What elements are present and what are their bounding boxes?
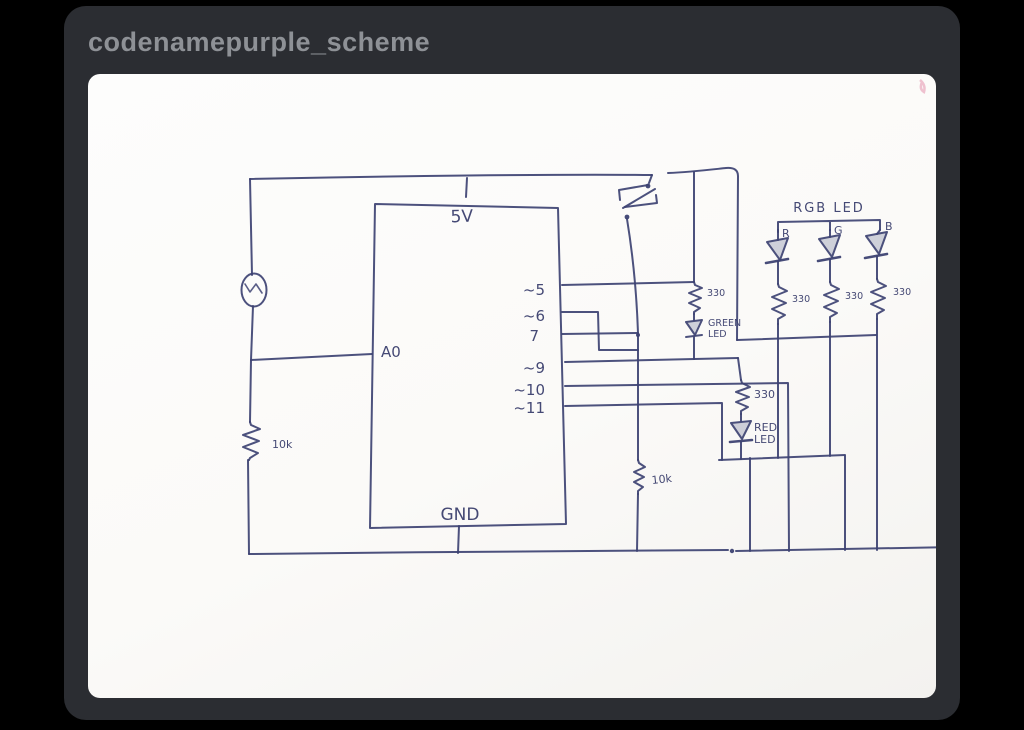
rgb-led-bank: RGB LED R 330 G 330 B — [764, 201, 911, 552]
pin-d7-label: 7 — [529, 327, 539, 345]
resistor-10k-button: 10k — [633, 459, 673, 553]
wire-lower-right — [718, 334, 877, 553]
pin-5v-label: 5V — [450, 207, 474, 228]
rgb-resistor-r-label: 330 — [792, 294, 810, 305]
resistor-10k-ldr-label: 10k — [272, 438, 293, 451]
green-led-label-1: GREEN — [708, 318, 741, 329]
wire-bottom-rail — [248, 546, 936, 556]
red-resistor-label: 330 — [754, 388, 775, 401]
schematic-drawing: 10k 5V GND A0 ~5 ~6 7 ~9 ~10 ~11 — [240, 79, 936, 556]
file-title: codenamepurple_scheme — [88, 27, 431, 57]
pin-d6-label: ~6 — [523, 307, 545, 325]
green-resistor-label: 330 — [707, 288, 725, 299]
pin-d10-label: ~10 — [513, 381, 545, 399]
pink-corner-mark — [919, 79, 926, 95]
red-led-branch: 330 RED LED — [728, 357, 777, 461]
rgb-channel-r-label: R — [782, 227, 790, 240]
mcu-box: 5V GND A0 ~5 ~6 7 ~9 ~10 ~11 — [369, 203, 567, 555]
green-led-label-2: LED — [708, 329, 727, 340]
pin-d11-label: ~11 — [513, 399, 545, 417]
rgb-resistor-g-label: 330 — [845, 291, 863, 302]
rgb-channel-g-label: G — [834, 224, 843, 237]
pin-wires — [561, 281, 790, 553]
red-led-label-1: RED — [754, 421, 777, 434]
preview-card: codenamepurple_scheme — [64, 6, 960, 720]
pin-d5-label: ~5 — [523, 281, 545, 299]
rgb-led-title: RGB LED — [793, 201, 865, 216]
schematic-photo: 10k 5V GND A0 ~5 ~6 7 ~9 ~10 ~11 — [88, 74, 936, 699]
wire-top-rail — [249, 167, 739, 342]
rgb-resistor-b-label: 330 — [893, 287, 911, 298]
pushbutton — [618, 174, 658, 220]
ldr-sensor — [240, 178, 268, 424]
green-led-branch: 330 GREEN LED — [685, 281, 741, 361]
pin-d9-label: ~9 — [523, 359, 545, 377]
wire-a0 — [250, 353, 373, 362]
resistor-10k-button-label: 10k — [651, 472, 673, 487]
resistor-10k-ldr: 10k — [242, 421, 293, 556]
pin-gnd-label: GND — [441, 505, 480, 525]
red-led-label-2: LED — [754, 433, 776, 446]
rgb-channel-b-label: B — [885, 220, 893, 233]
pin-a0-label: A0 — [381, 343, 401, 361]
wire-button-column — [626, 218, 640, 462]
